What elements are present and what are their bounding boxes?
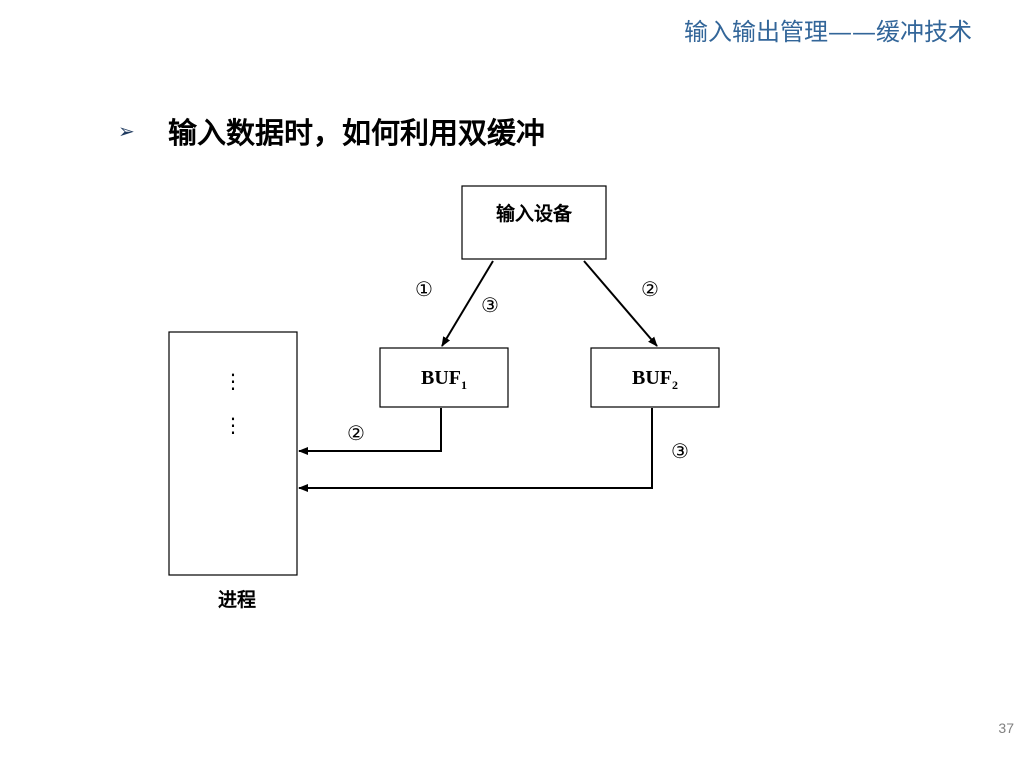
process-dots-1: ⋮ bbox=[223, 369, 243, 393]
step-label-device-to-buf1: ① bbox=[415, 277, 433, 301]
buf1-name: BUF bbox=[421, 367, 461, 389]
arrow-device-to-buf2 bbox=[583, 260, 658, 347]
bullet-item: ➢ 输入数据时，如何利用双缓冲 bbox=[118, 110, 545, 152]
input-device-box bbox=[461, 185, 607, 260]
buf2-name: BUF bbox=[632, 367, 672, 389]
buf1-label: BUF1 bbox=[421, 367, 467, 392]
slide-header-title: 输入输出管理——缓冲技术 bbox=[684, 18, 972, 46]
input-device-node: 输入设备 bbox=[461, 185, 607, 260]
step-label-buf2-to-process: ③ bbox=[671, 439, 689, 463]
page-number: 37 bbox=[998, 720, 1014, 736]
buf2-subscript: 2 bbox=[672, 378, 678, 392]
process-label: 进程 bbox=[218, 589, 256, 611]
arrow-buf2-to-process bbox=[298, 408, 653, 492]
buf1-node: BUF1 bbox=[379, 347, 509, 408]
arrow-buf1-to-process bbox=[298, 408, 442, 455]
step-label-buf1-to-process: ② bbox=[347, 421, 365, 445]
step-label-device-to-buf2: ② bbox=[641, 277, 659, 301]
buf1-subscript: 1 bbox=[461, 378, 467, 392]
process-node: ⋮ ⋮ 进程 bbox=[168, 331, 298, 611]
buf2-box bbox=[590, 347, 720, 408]
buf2-label: BUF2 bbox=[632, 367, 678, 392]
process-dots-2: ⋮ bbox=[223, 413, 243, 437]
bullet-text: 输入数据时，如何利用双缓冲 bbox=[168, 116, 546, 150]
process-box bbox=[168, 331, 298, 576]
bullet-arrow-icon: ➢ bbox=[118, 119, 135, 143]
input-device-label: 输入设备 bbox=[496, 202, 573, 225]
buf1-box bbox=[379, 347, 509, 408]
step-label-device-to-buf1-second: ③ bbox=[481, 293, 499, 317]
arrow-device-to-buf1 bbox=[441, 260, 494, 347]
buf2-node: BUF2 bbox=[590, 347, 720, 408]
